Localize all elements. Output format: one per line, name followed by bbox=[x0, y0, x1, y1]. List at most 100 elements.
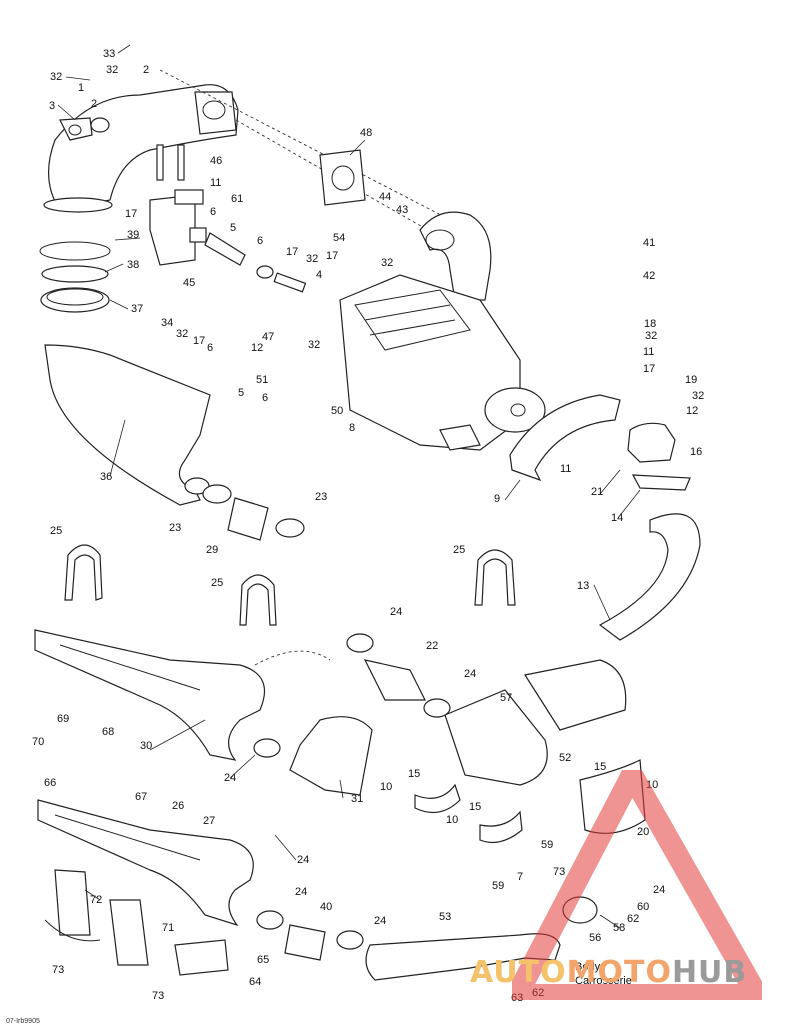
callout-label: 11 bbox=[560, 463, 571, 475]
callout-label: 5 bbox=[230, 222, 236, 234]
callout-label: 50 bbox=[331, 405, 343, 417]
watermark-hub: HUB bbox=[671, 955, 748, 990]
callout-label: 25 bbox=[50, 525, 62, 537]
callout-label: 5 bbox=[238, 387, 244, 399]
callout-label: 2 bbox=[91, 98, 97, 110]
callout-label: 11 bbox=[210, 177, 221, 189]
callout-label: 34 bbox=[161, 317, 173, 329]
callout-label: 48 bbox=[360, 127, 372, 139]
callout-label: 3 bbox=[49, 100, 55, 112]
callout-label: 73 bbox=[52, 964, 64, 976]
callout-label: 6 bbox=[210, 206, 216, 218]
connecting-hoses-drawing bbox=[253, 633, 451, 796]
callout-label: 73 bbox=[152, 990, 164, 1002]
callout-label: 56 bbox=[589, 932, 601, 944]
callout-label: 6 bbox=[207, 342, 213, 354]
callout-label: 11 bbox=[643, 346, 654, 358]
callout-label: 8 bbox=[349, 422, 355, 434]
callout-label: 19 bbox=[685, 374, 697, 386]
callout-label: 17 bbox=[193, 335, 205, 347]
callout-label: 69 bbox=[57, 713, 69, 725]
callout-label: 23 bbox=[169, 522, 181, 534]
callout-label: 15 bbox=[594, 761, 606, 773]
callout-label: 36 bbox=[100, 471, 112, 483]
callout-label: 10 bbox=[380, 781, 392, 793]
callout-label: 47 bbox=[262, 331, 274, 343]
drawing-code: 07-Irb9905 bbox=[6, 1018, 40, 1025]
callout-label: 32 bbox=[176, 328, 188, 340]
callout-label: 4 bbox=[316, 269, 322, 281]
engine-bracket-drawing bbox=[509, 394, 621, 482]
callout-label: 1 bbox=[78, 82, 84, 94]
callout-label: 30 bbox=[140, 740, 152, 752]
callout-label: 42 bbox=[643, 270, 655, 282]
callout-label: 9 bbox=[494, 493, 500, 505]
callout-label: 52 bbox=[559, 752, 571, 764]
callout-label: 24 bbox=[653, 884, 665, 896]
callout-label: 6 bbox=[257, 235, 263, 247]
watermark-auto: AUTO bbox=[470, 955, 567, 990]
callout-label: 6 bbox=[262, 392, 268, 404]
callout-label: 54 bbox=[333, 232, 345, 244]
callout-label: 25 bbox=[211, 577, 223, 589]
engine-mount-drawing bbox=[627, 422, 691, 491]
watermark-moto: MOTO bbox=[566, 955, 672, 990]
callout-label: 25 bbox=[453, 544, 465, 556]
callout-label: 21 bbox=[591, 486, 603, 498]
callout-label: 45 bbox=[183, 277, 195, 289]
callout-label: 46 bbox=[210, 155, 222, 167]
callout-label: 62 bbox=[627, 913, 639, 925]
callout-label: 7 bbox=[517, 871, 523, 883]
callout-label: 24 bbox=[374, 915, 386, 927]
callout-label: 29 bbox=[206, 544, 218, 556]
callout-label: 73 bbox=[553, 866, 565, 878]
callout-label: 32 bbox=[645, 330, 657, 342]
callout-label: 44 bbox=[379, 191, 391, 203]
callout-label: 20 bbox=[637, 826, 649, 838]
engine-drawing bbox=[339, 274, 546, 451]
callout-label: 24 bbox=[464, 668, 476, 680]
callout-label: 33 bbox=[103, 48, 115, 60]
callout-label: 17 bbox=[125, 208, 137, 220]
hose-drawing bbox=[598, 513, 701, 641]
callout-label: 24 bbox=[297, 854, 309, 866]
callout-label: 17 bbox=[326, 250, 338, 262]
support-bracket-drawing bbox=[149, 144, 307, 293]
callout-label: 38 bbox=[127, 259, 139, 271]
callout-label: 61 bbox=[231, 193, 243, 205]
callout-label: 12 bbox=[251, 342, 263, 354]
callout-label: 32 bbox=[106, 64, 118, 76]
callout-label: 68 bbox=[102, 726, 114, 738]
callout-label: 64 bbox=[249, 976, 261, 988]
callout-label: 51 bbox=[256, 374, 268, 386]
callout-label: 27 bbox=[203, 815, 215, 827]
callout-label: 26 bbox=[172, 800, 184, 812]
resonator-drawing bbox=[37, 799, 254, 927]
callout-label: 23 bbox=[315, 491, 327, 503]
callout-label: 57 bbox=[500, 692, 512, 704]
callout-label: 66 bbox=[44, 777, 56, 789]
callout-label: 10 bbox=[446, 814, 458, 826]
callout-label: 12 bbox=[686, 405, 698, 417]
callout-label: 43 bbox=[396, 204, 408, 216]
callout-label: 32 bbox=[306, 253, 318, 265]
callout-label: 71 bbox=[162, 922, 174, 934]
callout-label: 2 bbox=[143, 64, 149, 76]
callout-label: 31 bbox=[351, 793, 363, 805]
tuned-pipe-drawing bbox=[44, 344, 211, 506]
callout-label: 32 bbox=[381, 257, 393, 269]
watermark-logo: AUTOMOTOHUB bbox=[470, 955, 747, 990]
callout-label: 15 bbox=[408, 768, 420, 780]
callout-label: 17 bbox=[643, 363, 655, 375]
callout-label: 15 bbox=[469, 801, 481, 813]
seal-rings-drawing bbox=[39, 241, 111, 313]
callout-label: 32 bbox=[692, 390, 704, 402]
callout-label: 32 bbox=[308, 339, 320, 351]
callout-label: 70 bbox=[32, 736, 44, 748]
callout-label: 22 bbox=[426, 640, 438, 652]
mounting-brackets-drawing bbox=[44, 869, 229, 976]
silencer-drawing bbox=[444, 659, 627, 786]
watermark-triangle-icon bbox=[512, 770, 762, 1000]
callout-label: 59 bbox=[492, 880, 504, 892]
